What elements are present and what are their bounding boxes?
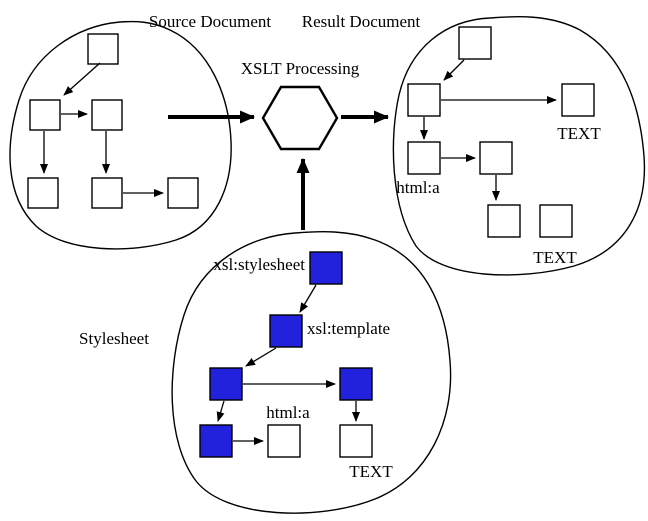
source-edge-root-to-left (63, 62, 101, 96)
result-node-sibling (479, 141, 513, 175)
stylesheet-html-a-label: html:a (266, 403, 310, 422)
stylesheet-text-label: TEXT (349, 462, 393, 481)
stylesheet-node-blue-left (209, 367, 243, 401)
stylesheet-title: Stylesheet (79, 329, 149, 348)
stylesheet-node-text (339, 424, 373, 458)
stylesheet-group: Stylesheet xsl:stylesheet xsl:template h… (79, 231, 452, 514)
result-text-bottom-label: TEXT (533, 248, 577, 267)
result-document-outline (392, 15, 646, 276)
result-edge-root-to-child (443, 59, 465, 81)
result-node-text-top (561, 83, 595, 117)
stylesheet-node-html-a (267, 424, 301, 458)
source-node-root (87, 33, 119, 65)
stylesheet-edge-left-down (216, 400, 225, 422)
source-node-child-left (29, 99, 61, 131)
result-node-root (458, 26, 492, 60)
stylesheet-node-blue-right (339, 367, 373, 401)
result-html-a-label: html:a (396, 178, 440, 197)
source-node-leaf-3 (167, 177, 199, 209)
processor-title: XSLT Processing (241, 59, 360, 78)
stylesheet-node-xsl-stylesheet (309, 251, 343, 285)
stylesheet-xsl-template-label: xsl:template (307, 319, 390, 338)
source-node-leaf-2 (91, 177, 123, 209)
source-document-outline (9, 20, 232, 250)
result-node-text-bottom (539, 204, 573, 238)
result-node-leaf-left (487, 204, 521, 238)
source-node-leaf-1 (27, 177, 59, 209)
result-text-top-label: TEXT (557, 124, 601, 143)
stylesheet-node-blue-bottom (199, 424, 233, 458)
result-document-title: Result Document (302, 12, 421, 31)
result-node-html-a (407, 141, 441, 175)
stylesheet-edge-root-to-template (299, 284, 317, 313)
source-node-child-right (91, 99, 123, 131)
source-document-title: Source Document (149, 12, 272, 31)
result-node-child (407, 83, 441, 117)
stylesheet-edge-template-to-left (245, 347, 277, 367)
result-document-group: Result Document TEXT html:a TEXT (302, 12, 646, 276)
processor-group: XSLT Processing (168, 59, 389, 230)
source-document-group: Source Document (9, 12, 272, 250)
processor-hexagon (261, 85, 339, 151)
stylesheet-xsl-stylesheet-label: xsl:stylesheet (213, 255, 305, 274)
stylesheet-node-xsl-template (269, 314, 303, 348)
stylesheet-outline (171, 231, 452, 514)
